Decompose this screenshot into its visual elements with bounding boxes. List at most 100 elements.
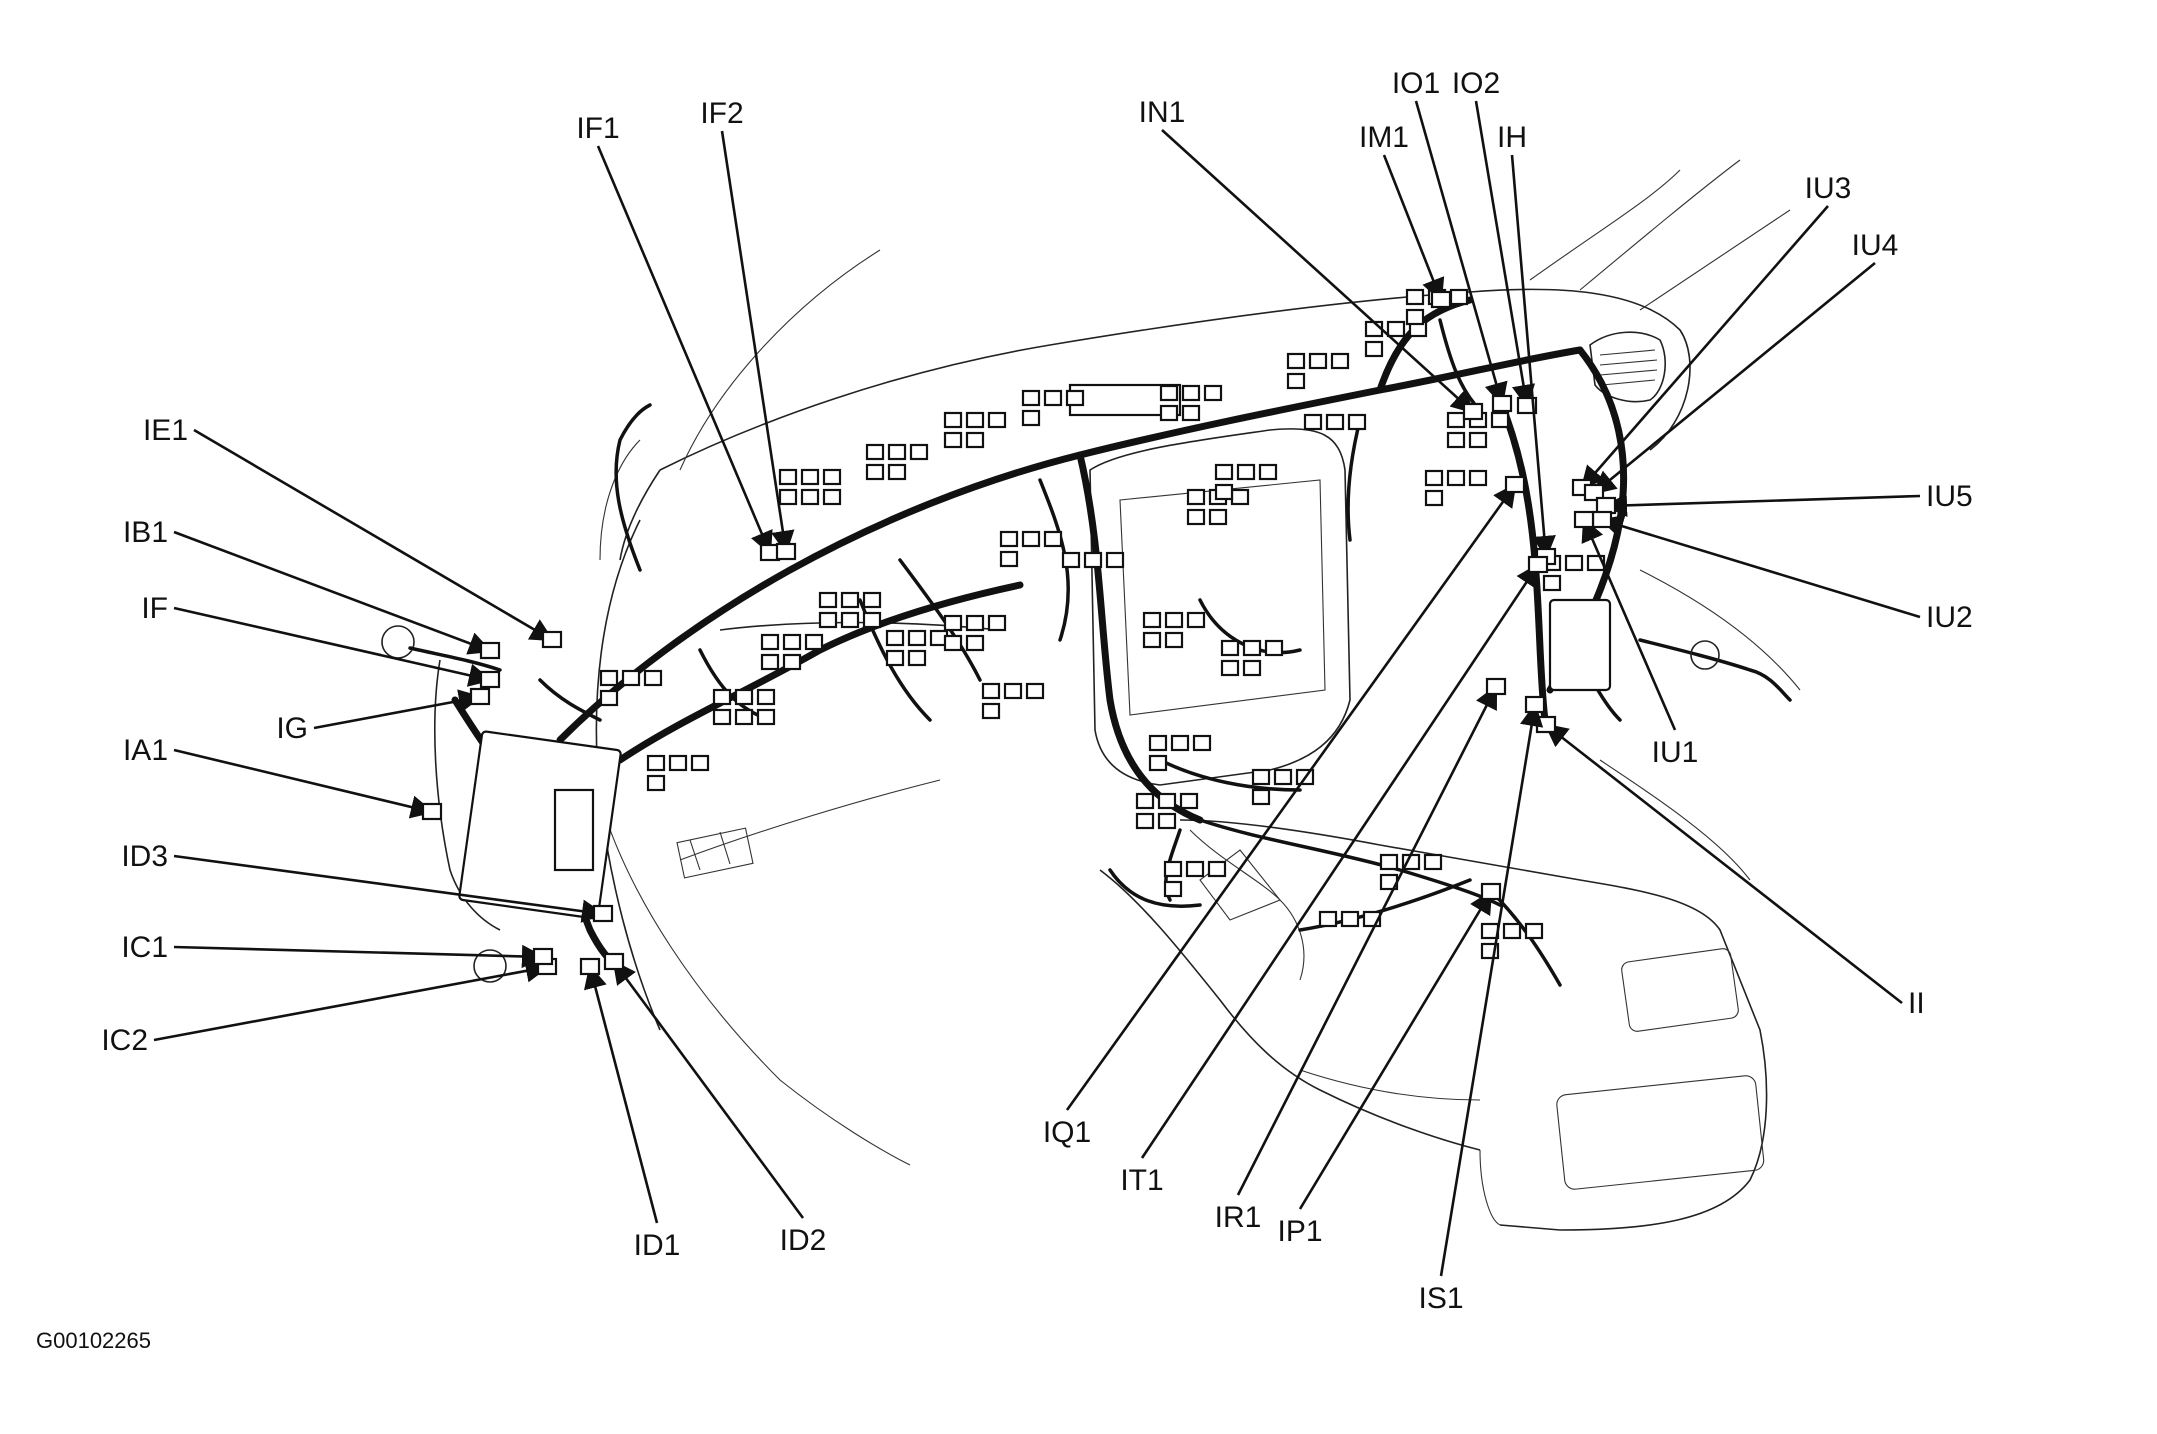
connector-ir1 [1485,677,1507,696]
leader-im1 [1382,154,1445,303]
connector-id2 [603,952,625,971]
leader-io2 [1474,100,1536,409]
connector-block [804,633,824,651]
connector-block [1186,488,1206,506]
connector-block [643,669,663,687]
connector-block [668,754,688,772]
connector-block [1251,788,1271,806]
leader-ir1 [1236,684,1498,1196]
leader-is1 [1439,702,1544,1277]
leader-io1 [1414,100,1508,407]
connector-block [981,682,1001,700]
label-iu2: IU2 [1926,601,1973,634]
connector-block [1025,682,1045,700]
connector-block [862,611,882,629]
label-iu1: IU1 [1652,736,1699,769]
label-ig: IG [276,712,308,745]
connector-block [1468,431,1488,449]
connector-block [862,591,882,609]
connector-block [621,669,641,687]
figure-code: G00102265 [36,1328,151,1353]
connector-block [1142,611,1162,629]
connector-block [840,591,860,609]
connector-block [1405,308,1425,326]
connector-block [1003,682,1023,700]
connector-ib1 [479,641,501,660]
connector-block [822,468,842,486]
label-iq1: IQ1 [1043,1116,1091,1149]
connector-block [1308,352,1328,370]
connector-block [712,688,732,706]
connector-block [1502,922,1522,940]
connector-block [1021,409,1041,427]
label-ir1: IR1 [1215,1201,1262,1234]
connector-block [1220,659,1240,677]
label-if1: IF1 [576,112,619,145]
connector-block [965,634,985,652]
connector-block [1480,922,1500,940]
connector-block [865,443,885,461]
connector-block [778,488,798,506]
connector-block [840,611,860,629]
connector-block [1264,639,1284,657]
dashboard-outline [381,159,1801,1231]
connector-block [1179,792,1199,810]
connector-block [1159,384,1179,402]
leader-id3 [173,854,606,923]
connector-block [1424,469,1444,487]
connector-block [1135,792,1155,810]
connector-block [782,653,802,671]
label-ip1: IP1 [1277,1215,1322,1248]
connector-block [756,708,776,726]
label-ic1: IC1 [121,931,168,964]
connector-block [965,614,985,632]
connector-iu1 [1573,510,1595,529]
connector-ip1 [1480,882,1502,901]
connector-block [1170,734,1190,752]
connector-block [1157,792,1177,810]
leader-id2 [612,960,805,1219]
label-id1: ID1 [634,1229,681,1262]
connector-block [1203,384,1223,402]
connector-id3 [592,904,614,923]
connector-block [734,708,754,726]
connector-block [887,443,907,461]
connector-block [865,463,885,481]
connector-iu4 [1583,483,1605,502]
connector-in1 [1462,402,1484,421]
connector-block [1207,860,1227,878]
leader-if1 [596,145,773,556]
label-in1: IN1 [1139,96,1186,129]
connector-block [1163,880,1183,898]
connector-block [1405,288,1425,306]
connector-block [1258,463,1278,481]
label-io1: IO1 [1392,67,1440,100]
connector-block [1347,413,1367,431]
connector-block [1330,352,1350,370]
connector-block [1524,922,1544,940]
label-is1: IS1 [1418,1282,1463,1315]
connector-block [1220,639,1240,657]
connector-block [734,688,754,706]
leader-in1 [1161,129,1475,414]
connector-block [1446,469,1466,487]
connector-block [599,689,619,707]
connector-block [1286,372,1306,390]
connector-iu2 [1591,510,1613,529]
label-ie1: IE1 [143,414,188,447]
connector-block [800,468,820,486]
connector-block [1043,530,1063,548]
connector-block [782,633,802,651]
connector-block [1083,551,1103,569]
connector-block [1542,574,1562,592]
connector-block [1364,340,1384,358]
label-it1: IT1 [1120,1164,1163,1197]
connector-block [756,688,776,706]
connector-block [965,411,985,429]
label-ib1: IB1 [123,516,168,549]
leader-ie1 [193,428,555,642]
leader-it1 [1140,563,1540,1159]
connector-it1 [1527,555,1549,574]
